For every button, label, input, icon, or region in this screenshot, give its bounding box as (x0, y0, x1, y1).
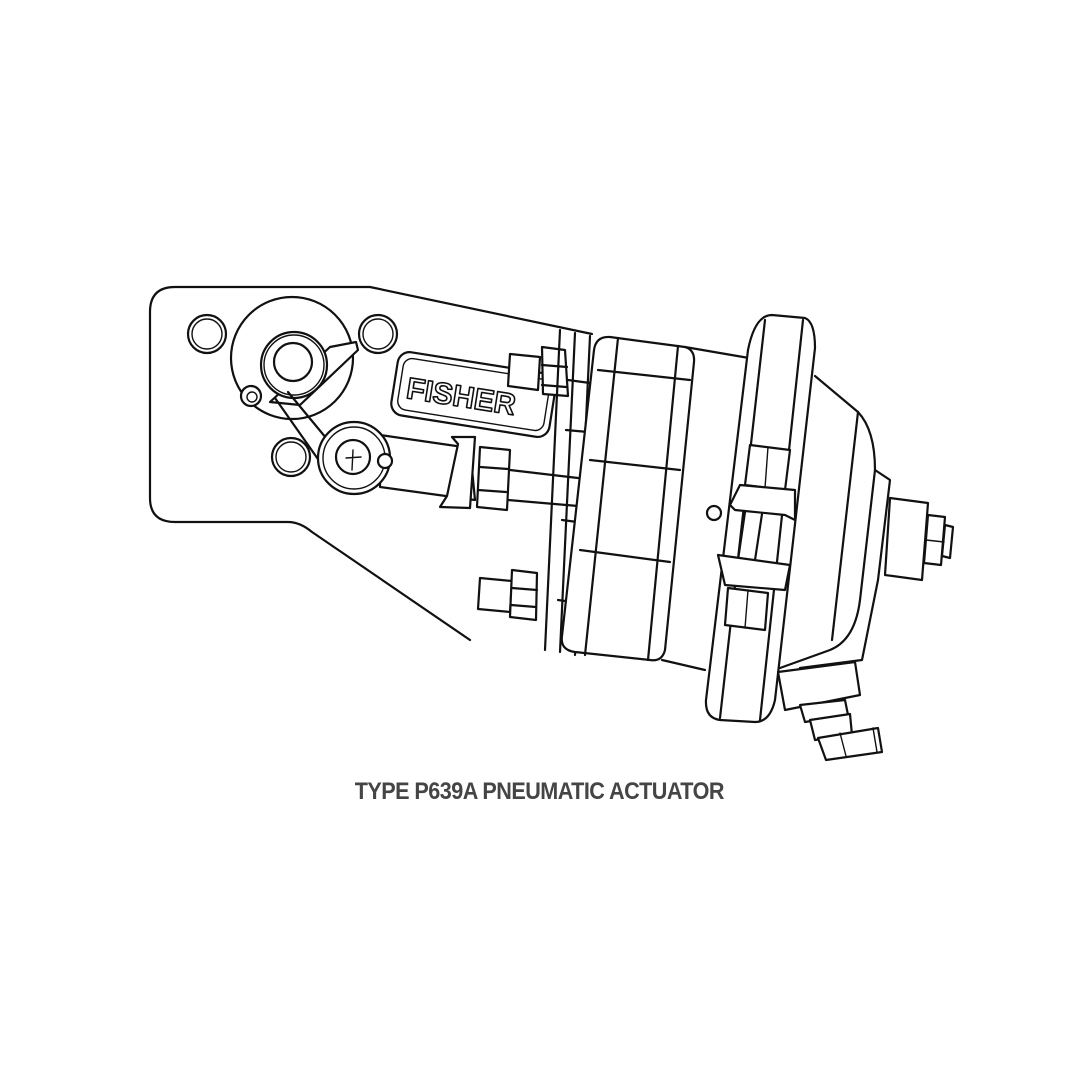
pivot-assembly (229, 295, 360, 464)
pneumatic-fitting (776, 660, 884, 762)
mounting-bracket (148, 285, 594, 642)
rod-end-linkage (316, 420, 580, 512)
mounting-nuts (476, 345, 570, 622)
clamp-ring (704, 313, 817, 724)
adjusting-screw (883, 496, 955, 582)
figure-caption: TYPE P639A PNEUMATIC ACTUATOR (354, 778, 725, 805)
cylinder-body (560, 335, 751, 672)
mounting-holes (186, 313, 399, 478)
fisher-logo-text: FISHER (404, 372, 518, 422)
